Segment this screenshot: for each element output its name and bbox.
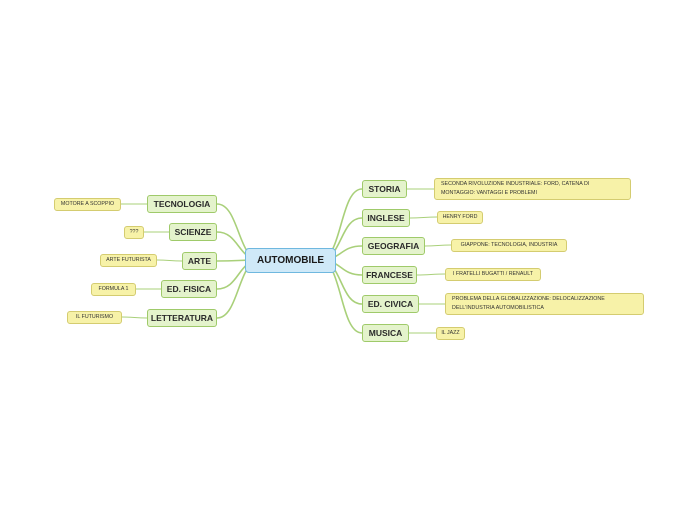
note-francese[interactable]: I FRATELLI BUGATTI / RENAULT	[445, 268, 541, 281]
note-text: HENRY FORD	[442, 214, 478, 220]
branch-label: ED. FISICA	[166, 284, 212, 294]
note-scienze[interactable]: ???	[124, 226, 144, 239]
note-text: GIAPPONE: TECNOLOGIA, INDUSTRIA	[460, 242, 558, 248]
note-text: I FRATELLI BUGATTI / RENAULT	[452, 271, 534, 277]
note-storia[interactable]: SECONDA RIVOLUZIONE INDUSTRIALE: FORD, C…	[434, 178, 631, 200]
central-topic-label: AUTOMOBILE	[256, 255, 325, 266]
connector-note-right-3	[416, 273, 446, 276]
note-tecnologia[interactable]: MOTORE A SCOPPIO	[54, 198, 121, 211]
connector-note-right-1	[409, 216, 438, 219]
branch-storia[interactable]: STORIA	[362, 180, 407, 198]
branch-label: STORIA	[368, 184, 401, 194]
branch-inglese[interactable]: INGLESE	[362, 209, 410, 227]
branch-musica[interactable]: MUSICA	[362, 324, 409, 342]
note-geografia[interactable]: GIAPPONE: TECNOLOGIA, INDUSTRIA	[451, 239, 567, 252]
note-text: ???	[129, 229, 139, 235]
branch-label: ED. CIVICA	[367, 299, 414, 309]
branch-tecnologia[interactable]: TECNOLOGIA	[147, 195, 217, 213]
branch-label: TECNOLOGIA	[153, 199, 211, 209]
connector-note-left-4	[121, 316, 148, 319]
branch-francese[interactable]: FRANCESE	[362, 266, 417, 284]
note-text: MOTORE A SCOPPIO	[60, 201, 115, 207]
note-text: SECONDA RIVOLUZIONE INDUSTRIALE: FORD, C…	[441, 181, 590, 196]
note-letteratura[interactable]: IL FUTURISMO	[67, 311, 122, 324]
branch-label: ARTE	[187, 256, 212, 266]
branch-label: INGLESE	[367, 213, 405, 223]
note-ed-civica[interactable]: PROBLEMA DELLA GLOBALIZZAZIONE: DELOCALI…	[445, 293, 644, 315]
branch-label: FRANCESE	[366, 270, 413, 280]
branch-geografia[interactable]: GEOGRAFIA	[362, 237, 425, 255]
note-text: ARTE FUTURISTA	[106, 257, 151, 263]
branch-arte[interactable]: ARTE	[182, 252, 217, 270]
note-ed-fisica[interactable]: FORMULA 1	[91, 283, 136, 296]
note-text: PROBLEMA DELLA GLOBALIZZAZIONE: DELOCALI…	[452, 296, 605, 311]
branch-ed-civica[interactable]: ED. CIVICA	[362, 295, 419, 313]
branch-scienze[interactable]: SCIENZE	[169, 223, 217, 241]
branch-label: MUSICA	[368, 328, 403, 338]
connector-note-right-2	[424, 244, 452, 247]
note-musica[interactable]: IL JAZZ	[436, 327, 465, 340]
note-inglese[interactable]: HENRY FORD	[437, 211, 483, 224]
note-text: FORMULA 1	[98, 286, 129, 292]
branch-label: SCIENZE	[174, 227, 212, 237]
note-arte[interactable]: ARTE FUTURISTA	[100, 254, 157, 267]
note-text: IL JAZZ	[441, 330, 460, 336]
branch-label: GEOGRAFIA	[367, 241, 420, 251]
branch-label: LETTERATURA	[150, 313, 214, 323]
branch-letteratura[interactable]: LETTERATURA	[147, 309, 217, 327]
central-topic[interactable]: AUTOMOBILE	[245, 248, 336, 273]
branch-ed-fisica[interactable]: ED. FISICA	[161, 280, 217, 298]
note-text: IL FUTURISMO	[75, 314, 114, 320]
connector-note-left-2	[156, 259, 183, 262]
